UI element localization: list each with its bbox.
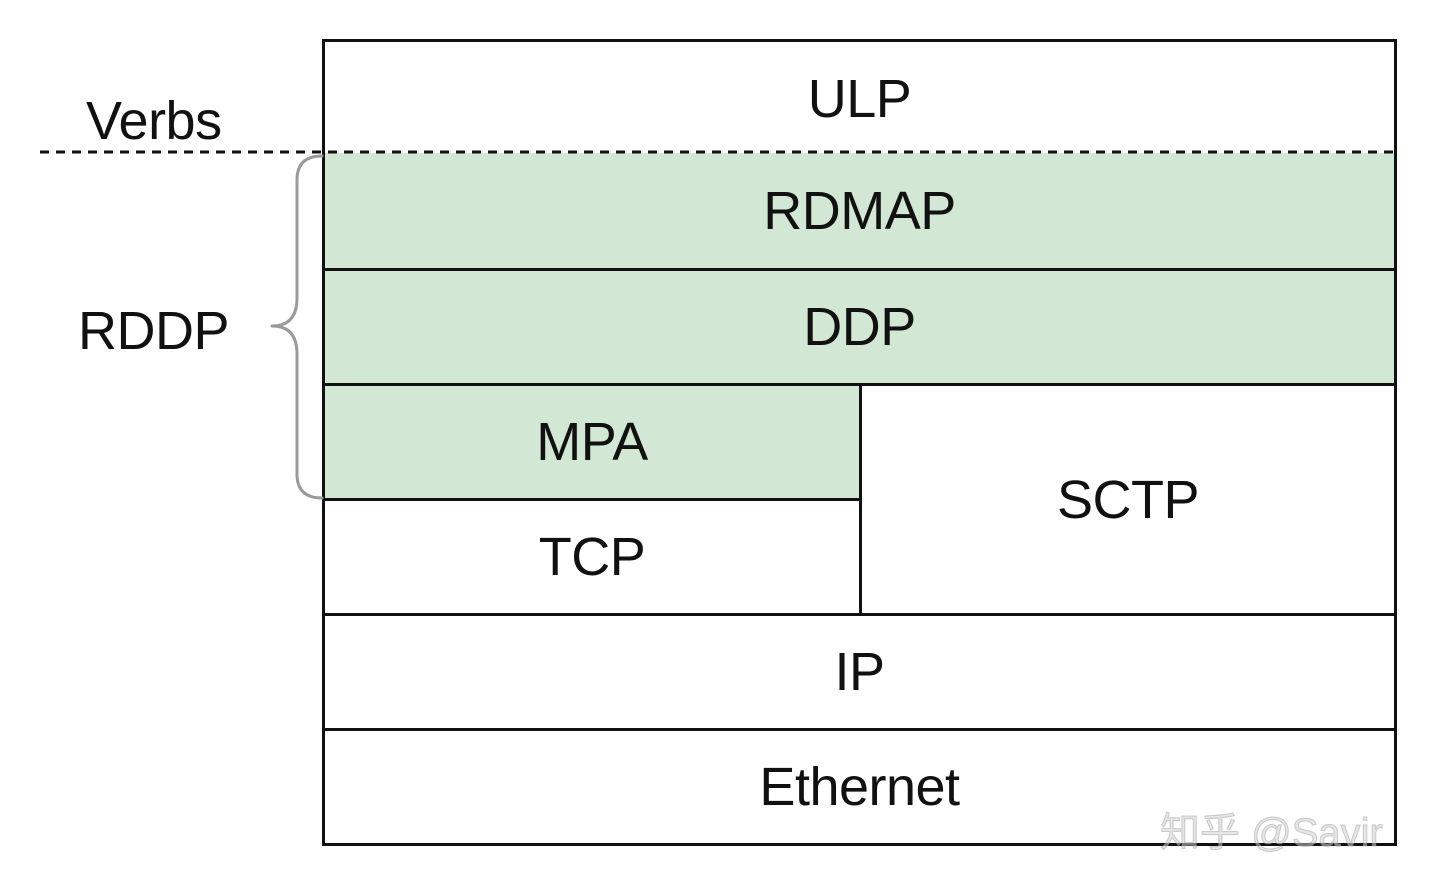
rddp-brace: [270, 154, 324, 500]
mpa-label: MPA: [536, 412, 648, 472]
ip-layer: IP: [322, 613, 1397, 731]
tcp-label: TCP: [538, 527, 646, 587]
ip-label: IP: [834, 642, 885, 702]
tcp-layer: TCP: [322, 498, 862, 616]
ddp-layer: DDP: [322, 268, 1397, 386]
verbs-label: Verbs: [86, 91, 222, 151]
ethernet-layer: Ethernet: [322, 728, 1397, 846]
ulp-layer: ULP: [322, 39, 1397, 155]
ddp-label: DDP: [803, 297, 916, 357]
sctp-label: SCTP: [1056, 469, 1200, 530]
ethernet-label: Ethernet: [759, 757, 960, 817]
rdmap-layer: RDMAP: [322, 153, 1397, 271]
rddp-label: RDDP: [78, 301, 230, 361]
watermark: 知乎 @Savir: [1160, 811, 1384, 856]
mpa-layer: MPA: [322, 383, 862, 501]
rdmap-label: RDMAP: [763, 180, 956, 241]
ulp-label: ULP: [807, 68, 912, 129]
sctp-layer: SCTP: [859, 383, 1397, 616]
